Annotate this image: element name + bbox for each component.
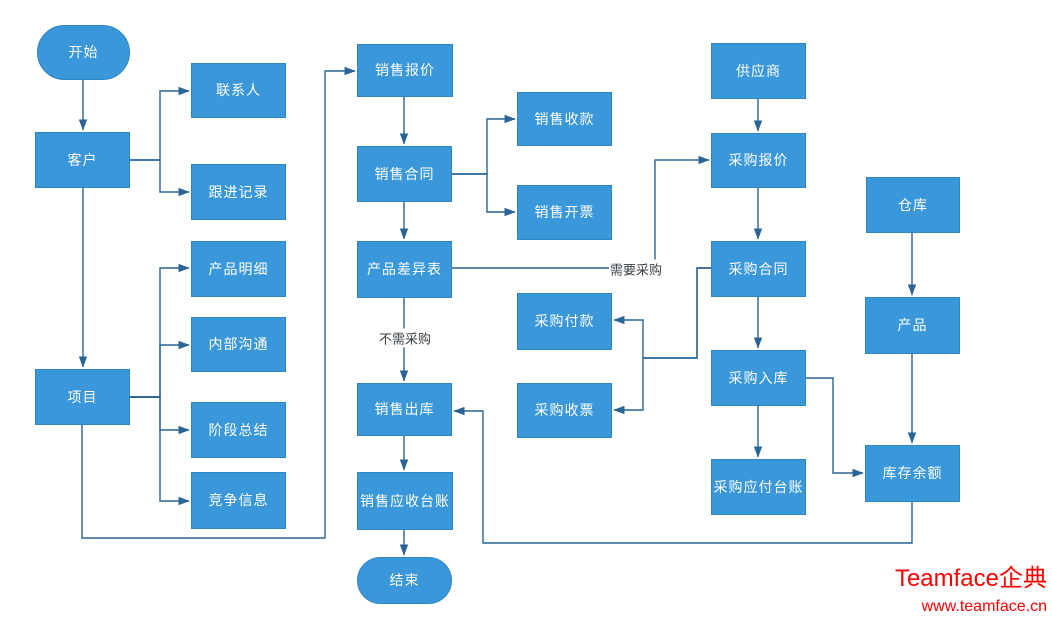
node-sales-collection: 销售收款	[517, 92, 612, 146]
node-purchase-contract: 采购合同	[711, 241, 806, 297]
edge-sales-contract-to-sales-collection	[452, 114, 516, 175]
node-sales-outbound: 销售出库	[357, 383, 452, 436]
node-purchase-quotation: 采购报价	[711, 133, 806, 188]
brand-logo-text: Teamface企典	[894, 565, 1047, 592]
edge-project-to-competition-info	[130, 396, 190, 506]
edge-label-need-purchase: 需要采购	[608, 259, 664, 279]
edge-project-to-product-detail	[130, 263, 190, 398]
node-customer: 客户	[35, 132, 130, 188]
node-supplier: 供应商	[711, 43, 806, 99]
node-purchase-payment: 采购付款	[517, 293, 612, 350]
node-warehouse: 仓库	[866, 177, 960, 233]
brand-url-text: www.teamface.cn	[921, 598, 1047, 616]
edge-purchase-contract-to-purchase-receipt	[613, 267, 711, 415]
node-product-detail: 产品明细	[191, 241, 286, 297]
node-product: 产品	[865, 297, 960, 354]
node-purchase-receipt: 采购收票	[517, 383, 612, 438]
node-purchase-payable-ledger: 采购应付台账	[711, 459, 806, 515]
node-sales-quotation: 销售报价	[357, 44, 453, 97]
node-inventory-balance: 库存余额	[865, 445, 960, 502]
node-project: 项目	[35, 369, 130, 425]
node-sales-invoicing: 销售开票	[517, 185, 612, 240]
edge-sales-contract-to-sales-invoicing	[452, 173, 516, 217]
node-follow-up-record: 跟进记录	[191, 164, 286, 220]
edge-customer-to-follow-up-record	[130, 159, 190, 197]
edge-project-to-internal-communication	[130, 340, 190, 398]
watermark: Teamface企典 www.teamface.cn	[895, 563, 1047, 618]
node-sales-receivable-ledger: 销售应收台账	[357, 472, 453, 530]
edge-purchase-contract-to-purchase-payment	[613, 267, 711, 359]
node-product-difference-table: 产品差异表	[357, 241, 452, 298]
node-contact: 联系人	[191, 63, 286, 118]
node-sales-contract: 销售合同	[357, 146, 452, 202]
node-end: 结束	[357, 557, 452, 604]
node-internal-communication: 内部沟通	[191, 317, 286, 372]
node-start: 开始	[37, 25, 130, 80]
node-purchase-inbound: 采购入库	[711, 350, 806, 406]
node-stage-summary: 阶段总结	[191, 402, 286, 458]
node-competition-info: 竞争信息	[191, 472, 286, 529]
edge-project-to-stage-summary	[130, 396, 190, 435]
edge-purchase-inbound-to-inventory-balance	[806, 377, 864, 478]
edge-customer-to-contact	[130, 86, 190, 161]
edge-label-no-purchase: 不需采购	[377, 328, 433, 348]
